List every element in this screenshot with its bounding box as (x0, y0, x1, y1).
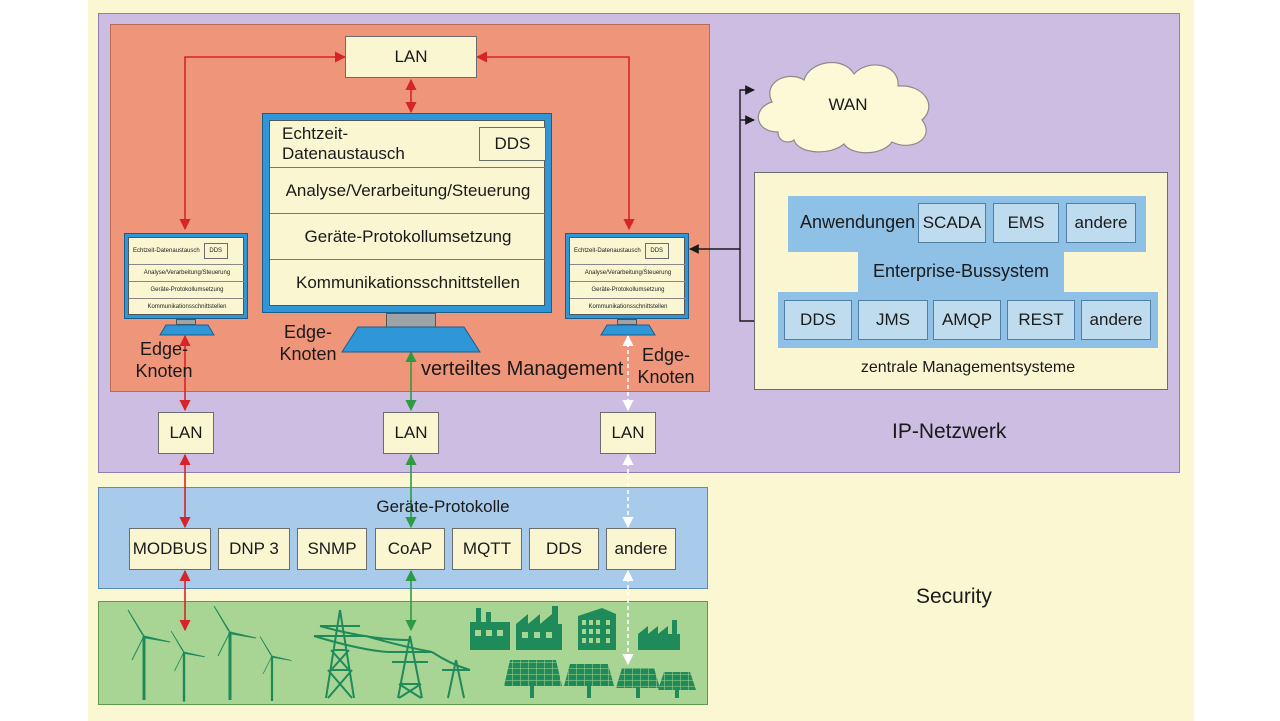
right-monitor-stand (600, 324, 656, 336)
left-row-interfaces: Kommunikationsschnittstellen (129, 298, 245, 315)
right-row-interfaces: Kommunikationsschnittstellen (570, 298, 686, 315)
center-monitor-stand (341, 326, 481, 353)
center-dds-badge: DDS (478, 127, 546, 161)
bus-rest-box: REST (1007, 300, 1075, 340)
protocol-dds-box: DDS (529, 528, 599, 570)
scada-box: SCADA (918, 203, 986, 243)
applications-other-box: andere (1066, 203, 1136, 243)
lan-box-right: LAN (600, 412, 656, 454)
distributed-management-label: verteiltes Management (421, 358, 624, 380)
ip-network-label: IP-Netzwerk (892, 420, 1007, 443)
center-row-realtime-label: Echtzeit-Datenaustausch (282, 124, 405, 163)
building-icon (578, 608, 616, 650)
protocol-mqtt-box: MQTT (452, 528, 522, 570)
left-dds-badge: DDS (203, 243, 228, 259)
bus-dds-box: DDS (784, 300, 852, 340)
solar-panel-icon (504, 660, 696, 698)
right-row-protocol: Geräte-Protokollumsetzung (570, 281, 686, 298)
edge-node-left-line2: Knoten (135, 361, 193, 381)
factory-small-icon (638, 620, 680, 650)
lan-box-left: LAN (158, 412, 214, 454)
enterprise-bus-label: Enterprise-Bussystem (872, 261, 1050, 281)
wan-cloud-icon (757, 61, 930, 154)
edge-node-right-label: Edge- Knoten (636, 344, 696, 388)
arrow-lan-left-node (179, 51, 347, 231)
left-monitor: Echtzeit-Datenaustausch DDS Analyse/Vera… (124, 233, 248, 319)
bus-amqp-box: AMQP (933, 300, 1001, 340)
left-row-analysis: Analyse/Verarbeitung/Steuerung (129, 264, 245, 281)
edge-node-right-line2: Knoten (637, 367, 695, 387)
left-row-realtime-label: Echtzeit-Datenaustausch (133, 248, 200, 254)
center-monitor-screen: Echtzeit-Datenaustausch DDS Analyse/Vera… (269, 120, 546, 306)
arrow-node-wan (689, 85, 755, 254)
center-row-protocol: Geräte-Protokollumsetzung (270, 213, 546, 259)
central-management-label: zentrale Managementsysteme (860, 359, 1076, 376)
right-row-analysis: Analyse/Verarbeitung/Steuerung (570, 264, 686, 281)
protocol-other-box: andere (606, 528, 676, 570)
protocol-snmp-box: SNMP (297, 528, 367, 570)
protocol-dnp3-box: DNP 3 (218, 528, 290, 570)
right-dds-badge: DDS (644, 243, 669, 259)
center-row-analysis: Analyse/Verarbeitung/Steuerung (270, 167, 546, 213)
lan-box-center: LAN (383, 412, 439, 454)
bus-other-box: andere (1081, 300, 1151, 340)
center-row-realtime: Echtzeit-Datenaustausch DDS (270, 121, 546, 167)
applications-label: Anwendungen (800, 212, 916, 232)
lan-top-box: LAN (345, 36, 477, 78)
edge-node-center-line2: Knoten (279, 344, 337, 364)
ems-box: EMS (993, 203, 1059, 243)
right-row-realtime-label: Echtzeit-Datenaustausch (574, 248, 641, 254)
power-pylon-icon (313, 609, 471, 699)
edge-node-left-label: Edge- Knoten (134, 338, 194, 382)
factory-icon (470, 606, 562, 650)
center-monitor: Echtzeit-Datenaustausch DDS Analyse/Vera… (262, 113, 552, 313)
enterprise-bus-band (858, 252, 1064, 292)
right-monitor: Echtzeit-Datenaustausch DDS Analyse/Vera… (565, 233, 689, 319)
security-label: Security (916, 585, 992, 608)
edge-node-center-label: Edge- Knoten (278, 321, 338, 365)
edge-node-left-line1: Edge- (139, 339, 189, 359)
protocols-title: Geräte-Protokolle (376, 497, 510, 516)
left-monitor-stand (159, 324, 215, 336)
protocol-coap-box: CoAP (375, 528, 445, 570)
bus-jms-box: JMS (858, 300, 928, 340)
arrow-lan-right-node (475, 51, 635, 231)
wan-label: WAN (828, 95, 868, 114)
center-row-interfaces: Kommunikationsschnittstellen (270, 259, 546, 306)
edge-node-right-line1: Edge- (641, 345, 691, 365)
left-row-protocol: Geräte-Protokollumsetzung (129, 281, 245, 298)
protocol-modbus-box: MODBUS (129, 528, 211, 570)
edge-node-center-line1: Edge- (283, 322, 333, 342)
wind-turbine-icon (127, 606, 292, 702)
